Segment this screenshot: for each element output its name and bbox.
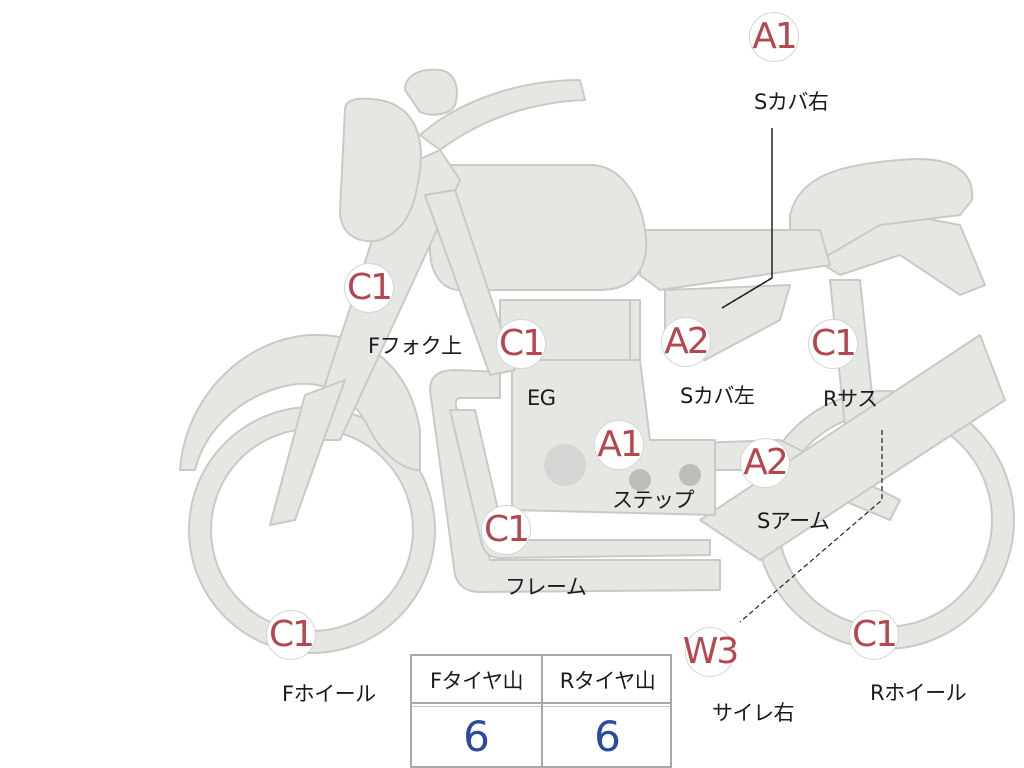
- marker-s-cover-left[interactable]: A2: [661, 317, 711, 367]
- label-engine: EG: [527, 386, 556, 410]
- label-s-cover-left: Sカバ左: [680, 384, 755, 408]
- front-fork-leg: [269, 379, 346, 526]
- marker-r-wheel[interactable]: C1: [849, 610, 899, 660]
- exhaust-lower-shape: [449, 409, 711, 559]
- fuel-tank-shape: [429, 164, 648, 291]
- marker-step[interactable]: A1: [594, 420, 644, 470]
- marker-frame[interactable]: C1: [481, 505, 531, 555]
- label-r-wheel: Rホイール: [870, 681, 967, 705]
- rear-tire-tread-header: Rタイヤ山: [559, 669, 656, 693]
- label-f-wheel: Fホイール: [282, 682, 376, 706]
- label-silencer-right: サイレ右: [712, 701, 795, 725]
- footpeg-left: [629, 469, 651, 491]
- exhaust-shape: [429, 369, 721, 593]
- seat-shape: [789, 158, 974, 261]
- marker-f-wheel[interactable]: C1: [266, 610, 316, 660]
- mirror-shape: [404, 68, 458, 116]
- tire-tread-table: Fタイヤ山 Rタイヤ山 6 6: [410, 654, 672, 768]
- headlight-shape: [339, 97, 422, 243]
- marker-s-arm[interactable]: A2: [740, 438, 790, 488]
- marker-s-cover-right[interactable]: A1: [749, 12, 799, 62]
- leader-s-cover-right-dash: [721, 277, 773, 309]
- frame-downtube-shape: [424, 189, 516, 376]
- label-step: ステップ: [612, 488, 695, 512]
- marker-engine[interactable]: C1: [496, 319, 546, 369]
- handlebar-shape: [419, 79, 586, 151]
- footpeg-right: [679, 464, 701, 486]
- marker-r-suspension[interactable]: C1: [808, 319, 858, 369]
- marker-silencer-right[interactable]: W3: [683, 627, 739, 677]
- table-column-divider: [541, 656, 543, 768]
- front-tire-tread-value: 6: [463, 711, 490, 761]
- frame-rail-shape: [639, 229, 831, 291]
- leader-silencer-right: [739, 430, 883, 623]
- front-tire-tread-header: Fタイヤ山: [430, 669, 523, 693]
- muffler-shape: [699, 334, 1006, 561]
- label-s-cover-right: Sカバ右: [754, 90, 829, 114]
- label-s-arm: Sアーム: [757, 509, 830, 533]
- rear-tire-tread-value: 6: [594, 711, 621, 761]
- engine-cover: [544, 444, 586, 486]
- label-r-suspension: Rサス: [823, 387, 878, 411]
- leader-s-cover-right: [721, 128, 773, 309]
- marker-f-fork-top[interactable]: C1: [344, 263, 394, 313]
- label-frame: フレーム: [505, 575, 587, 599]
- label-f-fork-top: Fフォク上: [368, 334, 462, 358]
